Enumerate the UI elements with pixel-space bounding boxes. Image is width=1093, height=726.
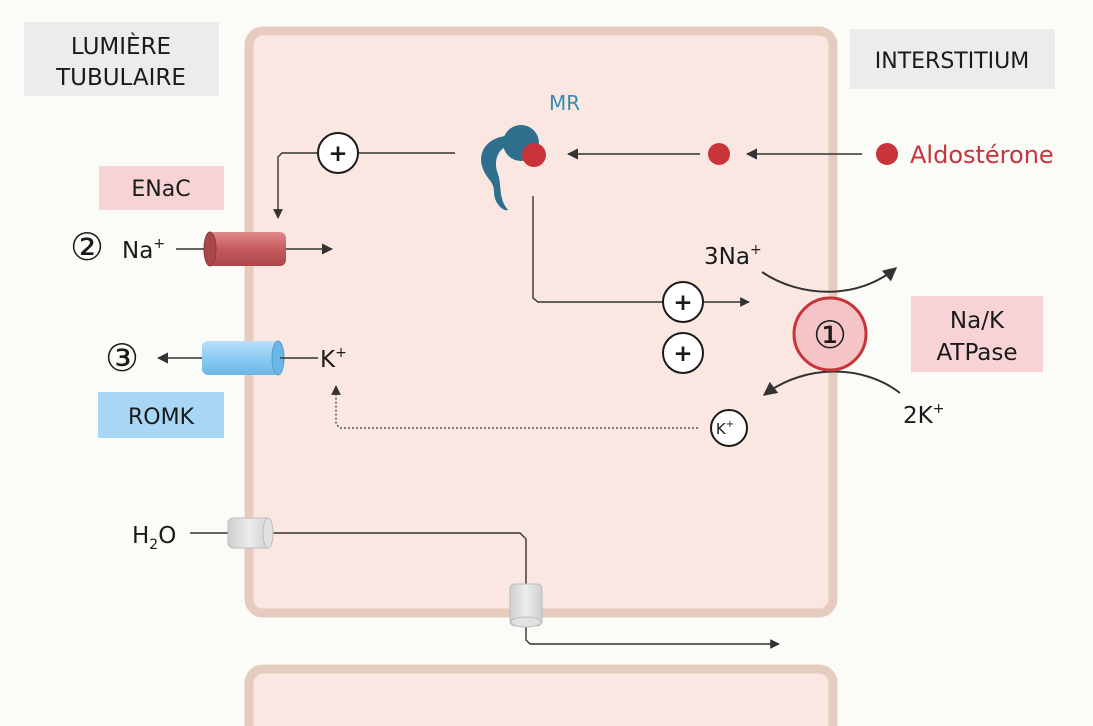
interstitium-label: INTERSTITIUM bbox=[875, 49, 1029, 74]
enac-channel bbox=[203, 231, 286, 267]
aldosterone-dot-inside bbox=[708, 143, 730, 165]
mr-to-atpase-path bbox=[532, 196, 750, 307]
romk-channel bbox=[202, 340, 285, 376]
mr-label: MR bbox=[549, 91, 580, 115]
marker-two: ② bbox=[70, 225, 104, 269]
cell bbox=[244, 26, 838, 618]
aldosterone-label: Aldostérone bbox=[910, 141, 1054, 169]
plus-badge-enac bbox=[317, 132, 359, 174]
aquaporin-apical bbox=[227, 517, 274, 549]
plus-sign-atpase-2: + bbox=[673, 341, 692, 367]
aldosterone-dot-outside bbox=[876, 143, 898, 165]
aquaporin-basolateral bbox=[509, 583, 543, 628]
lumen-label-line1: LUMIÈRE bbox=[71, 32, 171, 60]
enac-label-box bbox=[99, 166, 224, 210]
marker-one: ① bbox=[813, 313, 847, 357]
na-k-label-line1: Na/K bbox=[950, 308, 1005, 334]
mr-receptor bbox=[481, 125, 546, 211]
k-pump-arrow bbox=[762, 370, 901, 396]
k-recycling-path bbox=[331, 385, 698, 429]
na-pump-arrow bbox=[761, 267, 898, 293]
h2o-label: H2O bbox=[132, 523, 176, 553]
na-k-atpase-pump bbox=[792, 296, 868, 372]
plus-sign-atpase-1: + bbox=[673, 290, 692, 316]
lumen-label-box bbox=[24, 22, 219, 96]
plus-badge-atpase-1 bbox=[662, 281, 704, 323]
k-small-badge bbox=[710, 409, 748, 447]
k-small-label: K+ bbox=[716, 419, 734, 438]
plus-sign-enac: + bbox=[328, 141, 347, 167]
na-k-atpase-label-box bbox=[911, 296, 1043, 372]
interstitium-label-box bbox=[850, 29, 1055, 89]
romk-label-box bbox=[98, 392, 224, 438]
lumen-label-line2: TUBULAIRE bbox=[55, 65, 186, 91]
mr-to-enac-path bbox=[273, 152, 455, 219]
k2-label: 2K+ bbox=[903, 401, 944, 429]
na-label: Na+ bbox=[122, 236, 165, 264]
enac-label: ENaC bbox=[131, 177, 190, 202]
marker-three: ③ bbox=[105, 336, 139, 380]
k-label: K+ bbox=[320, 345, 347, 373]
na-k-label-line2: ATPase bbox=[936, 340, 1017, 366]
romk-label: ROMK bbox=[128, 405, 195, 430]
plus-badge-atpase-2 bbox=[662, 332, 704, 374]
na3-label: 3Na+ bbox=[704, 242, 762, 270]
cell-lower bbox=[244, 664, 838, 726]
